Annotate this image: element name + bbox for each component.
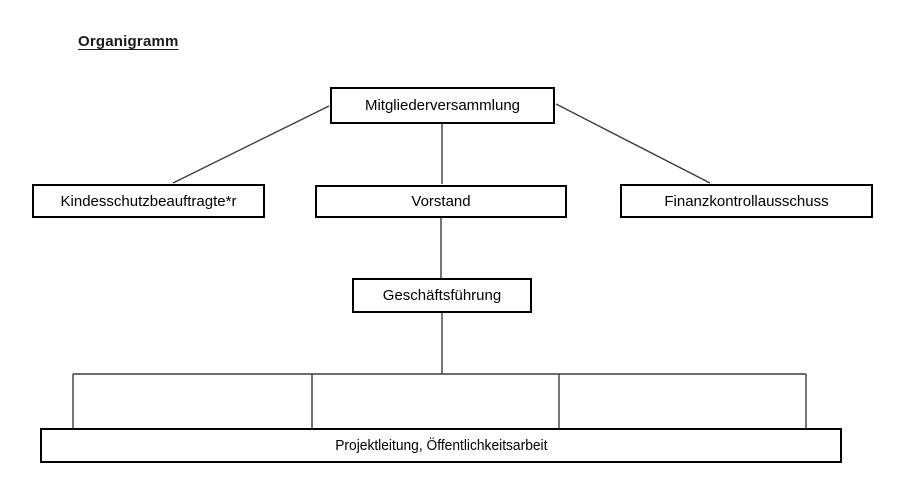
org-node-finanzkontrollausschuss: Finanzkontrollausschuss — [620, 184, 873, 218]
org-node-label: Kindesschutzbeauftragte*r — [60, 192, 237, 210]
org-node-projektleitung: Projektleitung, Öffentlichkeitsarbeit — [40, 428, 842, 463]
org-node-label: Projektleitung, Öffentlichkeitsarbeit — [334, 437, 548, 454]
page-title: Organigramm — [78, 33, 179, 50]
org-node-mitgliederversammlung: Mitgliederversammlung — [330, 87, 555, 124]
org-node-geschaeftsfuehrung: Geschäftsführung — [352, 278, 532, 313]
org-node-label: Finanzkontrollausschuss — [664, 192, 829, 210]
org-node-label: Mitgliederversammlung — [364, 97, 521, 114]
connector-mitglieder-finanz — [555, 103, 711, 184]
org-node-label: Vorstand — [411, 193, 471, 210]
org-node-label: Geschäftsführung — [382, 287, 502, 304]
org-node-kindesschutzbeauftragte: Kindesschutzbeauftragte*r — [32, 184, 265, 218]
org-node-vorstand: Vorstand — [315, 185, 567, 218]
connector-mitglieder-kindesschutz — [172, 105, 330, 184]
